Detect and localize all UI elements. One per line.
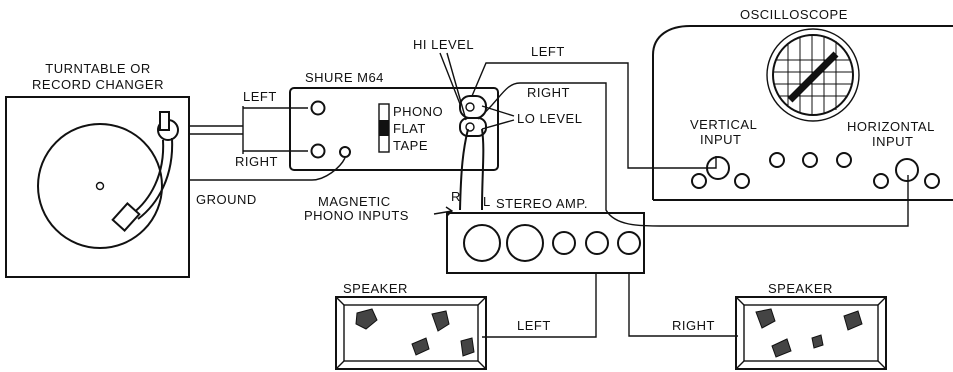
spindle (95, 181, 105, 191)
scope-knob-f (873, 173, 889, 189)
turntable-title-line1: TURNTABLE OR (45, 61, 150, 76)
left-speaker-pattern-3 (411, 337, 430, 356)
left-speaker-pattern-4 (460, 337, 475, 357)
horizontal-input-line2: INPUT (872, 134, 914, 149)
amp-knob-1 (463, 224, 501, 262)
amp-knob-3 (552, 231, 576, 255)
right-speaker-pattern-1 (755, 308, 776, 329)
left-speaker-wire (482, 273, 597, 338)
scope-knob-e (836, 152, 852, 168)
mode-switch-slider (379, 120, 389, 136)
switch-tape: TAPE (393, 138, 428, 153)
scope-wire-right-label: RIGHT (527, 85, 570, 100)
left-speaker-wire-label: LEFT (517, 318, 551, 333)
preamp-right-label: RIGHT (235, 154, 278, 169)
oscilloscope: OSCILLOSCOPE VERTICAL INPUT HORIZONTAL I… (652, 7, 953, 201)
hi-level-pointer (439, 52, 467, 121)
amp-knob-2 (506, 224, 544, 262)
left-speaker-grille-border (335, 296, 487, 370)
scope-knob-c (769, 152, 785, 168)
amp-title: STEREO AMP. (496, 196, 588, 211)
tonearm (131, 137, 174, 220)
input-r-label: R (451, 189, 461, 204)
turntable: TURNTABLE OR RECORD CHANGER (5, 61, 190, 278)
scope-title: OSCILLOSCOPE (740, 7, 848, 22)
output-jack-lower-hole (465, 122, 475, 132)
scope-trace (787, 51, 839, 103)
vertical-input-line1: VERTICAL (690, 117, 757, 132)
right-speaker-pattern-4 (811, 334, 824, 349)
preamp: SHURE M64 LEFT RIGHT PHONO FLAT TAPE (235, 70, 499, 171)
right-speaker-pattern-3 (771, 338, 792, 358)
scope-wires: LEFT RIGHT (471, 44, 909, 227)
amp-input-cable-l (481, 128, 485, 211)
left-speaker-grille (343, 304, 479, 362)
preamp-left-label: LEFT (243, 89, 277, 104)
scope-knob-b (734, 173, 750, 189)
switch-flat: FLAT (393, 121, 426, 136)
right-speaker-frame (735, 296, 887, 370)
right-speaker-grille-border (735, 296, 887, 370)
lo-level-label: LO LEVEL (517, 111, 582, 126)
ground-label: GROUND (196, 192, 257, 207)
amp-input-cable-r (459, 128, 469, 211)
magnetic-inputs-line2: PHONO INPUTS (304, 208, 409, 223)
left-speaker-frame (335, 296, 487, 370)
output-jack-lower (459, 117, 487, 137)
turntable-title-line2: RECORD CHANGER (32, 77, 164, 92)
output-jack-upper-hole (465, 102, 475, 112)
horizontal-input-line1: HORIZONTAL (847, 119, 935, 134)
vertical-input-line2: INPUT (700, 132, 742, 147)
scope-knob-d (802, 152, 818, 168)
amp-knob-4 (585, 231, 609, 255)
platter (37, 123, 163, 249)
scope-knob-g (924, 173, 940, 189)
left-speaker-title: SPEAKER (343, 281, 408, 296)
left-speaker: SPEAKER (335, 281, 487, 370)
right-speaker: SPEAKER (735, 281, 887, 370)
tonearm-rest (159, 111, 170, 131)
left-speaker-pattern-1 (355, 308, 378, 330)
ground-wire (189, 157, 346, 181)
cartridge-icon (111, 202, 141, 232)
vertical-input-jack (706, 156, 730, 180)
scope-knob-a (691, 173, 707, 189)
turntable-cable (189, 106, 308, 154)
magnetic-inputs-line1: MAGNETIC (318, 194, 391, 209)
right-input-jack (310, 143, 326, 159)
lo-level-pointer (481, 105, 515, 130)
input-l-label: L (483, 194, 491, 209)
right-speaker-pattern-2 (843, 310, 863, 331)
stereo-amp: STEREO AMP. (446, 196, 645, 274)
scope-screen (772, 34, 854, 116)
left-input-jack (310, 100, 326, 116)
right-speaker-title: SPEAKER (768, 281, 833, 296)
scope-wire-left-label: LEFT (531, 44, 565, 59)
left-speaker-pattern-2 (431, 310, 450, 332)
horizontal-input-jack (895, 158, 919, 182)
right-speaker-wire-label: RIGHT (672, 318, 715, 333)
ground-terminal (339, 146, 351, 158)
preamp-title: SHURE M64 (305, 70, 384, 85)
turntable-base (5, 96, 190, 278)
scope-bezel (766, 28, 860, 122)
amp-box (446, 212, 645, 274)
hi-level-label: HI LEVEL (413, 37, 474, 52)
scope-case (652, 25, 953, 201)
preamp-box (289, 87, 499, 171)
amp-knob-5 (617, 231, 641, 255)
right-speaker-wire (628, 273, 738, 337)
right-speaker-grille (743, 304, 879, 362)
magnetic-inputs-arrow (433, 206, 454, 217)
switch-phono: PHONO (393, 104, 443, 119)
